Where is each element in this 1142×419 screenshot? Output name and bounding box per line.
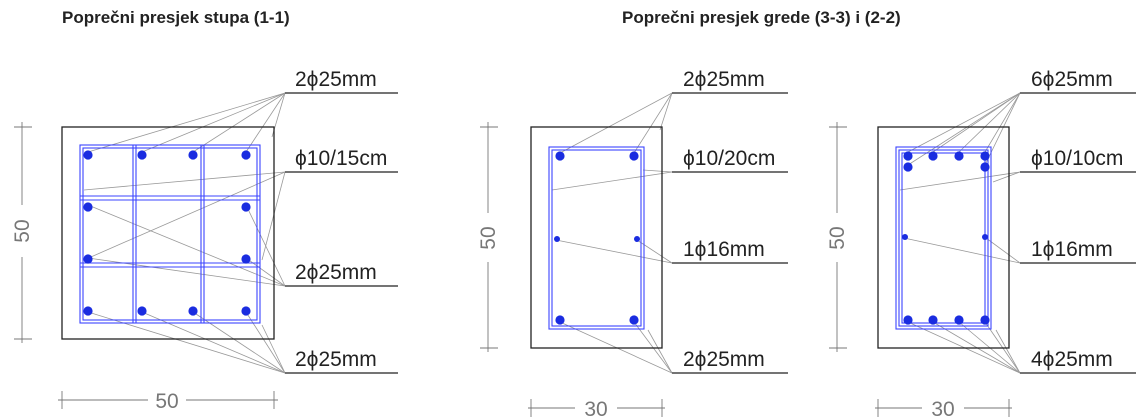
beam-b-height-dimension [829, 122, 847, 352]
beam-b-label-bottom-bars: 4ϕ25mm [1031, 348, 1113, 371]
beam-a-label-bottom-bars: 2ϕ25mm [683, 348, 765, 371]
beam-b-label-top-bars: 6ϕ25mm [1031, 68, 1113, 91]
rebar [241, 254, 251, 264]
beam-b-stirrups [895, 146, 992, 330]
rebar [954, 151, 964, 161]
beam-section-b: 50 30 6ϕ25mm ϕ10/10cm 1ϕ16mm 4ϕ25mm [826, 68, 1136, 419]
beam-section-title: Poprečni presjek grede (3-3) i (2-2) [622, 8, 901, 27]
column-width-label: 50 [155, 390, 178, 413]
rebar-small [634, 236, 640, 242]
beam-b-outline [877, 126, 1010, 349]
beam-a-height-dimension [480, 122, 498, 352]
column-outline [61, 126, 275, 340]
column-height-label: 50 [11, 219, 34, 242]
rebar-small [902, 234, 908, 240]
beam-a-height-label: 50 [477, 226, 500, 249]
beam-b-width-label: 30 [931, 398, 954, 419]
beam-a-width-label: 30 [584, 398, 607, 419]
rebar [555, 315, 565, 325]
beam-b-label-stirrups: ϕ10/10cm [1031, 147, 1123, 170]
column-leader-lines [83, 92, 286, 374]
rebar [928, 151, 938, 161]
rebar [954, 315, 964, 325]
column-label-bottom-bars: 2ϕ25mm [295, 348, 377, 371]
rebar [188, 306, 198, 316]
rebar [188, 150, 198, 160]
rebar [555, 151, 565, 161]
beam-a-label-side-bars: 1ϕ16mm [683, 238, 765, 261]
rebar [980, 151, 990, 161]
rebar [903, 315, 913, 325]
beam-b-label-side-bars: 1ϕ16mm [1031, 238, 1113, 261]
rebar [137, 306, 147, 316]
rebar [83, 254, 93, 264]
rebar [903, 151, 913, 161]
column-label-top-bars: 2ϕ25mm [295, 68, 377, 91]
beam-b-width-dimension [875, 399, 1012, 417]
beam-a-label-stirrups: ϕ10/20cm [683, 147, 775, 170]
rebar [928, 315, 938, 325]
column-section-title: Poprečni presjek stupa (1-1) [62, 8, 290, 27]
column-width-dimension [58, 391, 278, 409]
column-label-stirrups: ϕ10/15cm [295, 147, 387, 170]
beam-a-label-top-bars: 2ϕ25mm [683, 68, 765, 91]
rebar [83, 150, 93, 160]
rebar [980, 315, 990, 325]
rebar [903, 162, 913, 172]
column-label-middle-bars: 2ϕ25mm [295, 261, 377, 284]
column-section: 50 50 2ϕ25mm ϕ10/15cm 2ϕ25mm 2ϕ25mm [11, 68, 398, 413]
rebar [241, 202, 251, 212]
beam-a-stirrups [548, 146, 645, 330]
beam-b-leader-lines [899, 92, 1021, 374]
column-rebars [83, 150, 251, 316]
beam-a-outline [530, 126, 663, 349]
beam-a-leader-lines [551, 92, 673, 374]
rebar [83, 202, 93, 212]
column-stirrups [79, 144, 261, 324]
beam-b-height-label: 50 [826, 226, 849, 249]
rebar [629, 151, 639, 161]
rebar-small [982, 234, 988, 240]
beam-b-rebars [902, 151, 990, 325]
beam-a-rebars [554, 151, 640, 325]
rebar-small [554, 236, 560, 242]
beam-a-width-dimension [528, 399, 665, 417]
rebar [137, 150, 147, 160]
rebar [980, 162, 990, 172]
beam-section-a: 50 30 2ϕ25mm ϕ10/20cm 1ϕ16mm 2ϕ25mm [477, 68, 788, 419]
rebar [83, 306, 93, 316]
rebar [241, 150, 251, 160]
rebar [629, 315, 639, 325]
column-height-dimension [14, 122, 32, 343]
rebar [241, 306, 251, 316]
